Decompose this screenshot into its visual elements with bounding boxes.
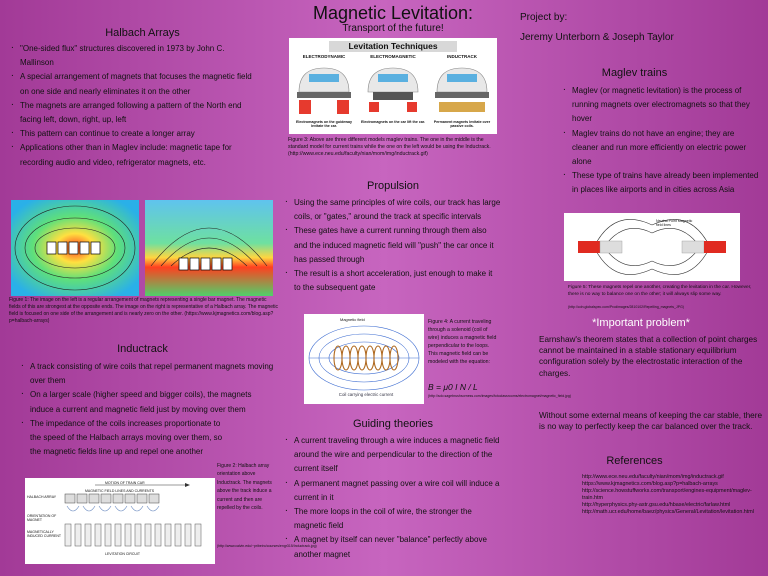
- reference-item[interactable]: http://science.howstuffworks.com/transpo…: [582, 488, 752, 502]
- maglev-train-drawings: [297, 67, 489, 114]
- guiding-bullets: A current traveling through a wire induc…: [283, 431, 501, 562]
- important-heading: *Important problem*: [592, 317, 690, 329]
- project-label: Project by:: [520, 12, 568, 23]
- halbach-caption: Figure 1: The image on the left is a reg…: [9, 297, 279, 324]
- list-item: This pattern can continue to create a lo…: [9, 124, 257, 141]
- solenoid-figure: Magnetic field Coil carrying electric cu…: [304, 314, 424, 404]
- inductrack-diagram: [64, 483, 202, 547]
- reference-item[interactable]: http://math.ucr.edu/home/baez/physics/Ge…: [582, 509, 754, 516]
- list-item: On a larger scale (higher speed and bigg…: [19, 385, 277, 416]
- halbach-bullets: "One-sided flux" structures discovered i…: [9, 39, 257, 170]
- list-item: The more loops in the coil of wire, the …: [283, 502, 501, 533]
- solenoid-source: (http://sdo.sagebrushsorness.com/images/…: [428, 394, 571, 398]
- reference-item[interactable]: http://www.ece.neu.edu/faculty/nian/mom/…: [582, 474, 724, 480]
- references-heading: References: [606, 455, 663, 467]
- left-column: Halbach Arrays "One-sided flux" structur…: [5, 0, 317, 576]
- repelling-caption: Figure 5: These magnets repel one anothe…: [568, 285, 752, 297]
- list-item: The result is a short acceleration, just…: [283, 264, 501, 295]
- list-item: Applications other than in Maglev includ…: [9, 138, 257, 169]
- halbach-heading: Halbach Arrays: [105, 27, 180, 39]
- train-3: [435, 67, 489, 112]
- middle-column: Magnetic Levitation: Transport of the fu…: [282, 0, 571, 576]
- diagram-label-halbach: HALBACH ARRAY: [27, 495, 57, 499]
- technique-type-1: ELECTRODYNAMIC: [302, 54, 346, 59]
- solenoid-label-coil: Coil carrying electric current: [338, 392, 394, 397]
- list-item: Maglev (or magnetic levitation) is the p…: [561, 81, 761, 127]
- halbach-figure: [11, 200, 273, 296]
- diagram-label-circuit: LEVITATION CIRCUIT: [105, 552, 141, 556]
- list-item: A permanent magnet passing over a wire c…: [283, 474, 501, 505]
- important-theorem: Earnshaw's theorem states that a collect…: [539, 335, 758, 378]
- list-item: Maglev trains do not have an engine; the…: [561, 124, 761, 170]
- list-item: The impedance of the coils increases pro…: [19, 414, 225, 460]
- important-consequence: Without some external means of keeping t…: [539, 411, 763, 432]
- inductrack-source: (http://www.calvin.edu/~pribeiro/courses…: [217, 544, 317, 548]
- repelling-magnets-image: [578, 219, 726, 275]
- authors: Jeremy Unterborn & Joseph Taylor: [520, 32, 674, 43]
- list-item: A special arrangement of magnets that fo…: [9, 67, 257, 98]
- list-item: A magnet by itself can never "balance" p…: [283, 530, 501, 561]
- solenoid-label-field: Magnetic field: [340, 317, 365, 322]
- technique-label-1: Electromagnets on the guideway levitate …: [295, 120, 353, 128]
- technique-label-2: Electromagnets on the car lift the car.: [360, 120, 426, 124]
- solenoid-caption: Figure 4: A current traveling through a …: [428, 319, 497, 365]
- list-item: The magnets are arranged following a pat…: [9, 96, 257, 127]
- train-2: [367, 67, 419, 112]
- inductrack-caption: Figure 2: Halbach array orientation abov…: [217, 463, 272, 512]
- list-item: These type of trains have already been i…: [561, 166, 761, 197]
- solenoid-diagram: [308, 325, 420, 391]
- maglev-bullets: Maglev (or magnetic levitation) is the p…: [561, 81, 761, 198]
- repelling-magnets-figure: Neutral Point Magnetic field lines: [564, 213, 740, 281]
- propulsion-heading: Propulsion: [367, 180, 419, 192]
- train-1: [297, 67, 351, 114]
- repelling-source: (http://cdn.globalspec.com/Prodimages/28…: [568, 305, 684, 309]
- technique-type-2: ELECTROMAGNETIC: [370, 54, 416, 59]
- techniques-banner: Levitation Techniques: [329, 41, 457, 52]
- levitation-techniques-figure: Levitation Techniques ELECTRODYNAMIC ELE…: [289, 38, 497, 134]
- page-title: Magnetic Levitation:: [312, 3, 474, 23]
- diagram-label-motion: MOTION OF TRAIN CAR: [105, 481, 145, 485]
- references-list: http://www.ece.neu.edu/faculty/nian/mom/…: [582, 474, 760, 517]
- list-item: Using the same principles of wire coils,…: [283, 193, 501, 224]
- propulsion-bullets: Using the same principles of wire coils,…: [283, 193, 501, 295]
- technique-label-3: Permanent magnets levitate over passive …: [433, 120, 491, 128]
- technique-type-3: INDUCTRACK: [447, 54, 477, 59]
- diagram-label-fields: MAGNETIC FIELD LINES AND CURRENTS: [85, 489, 155, 493]
- list-item: A track consisting of wire coils that re…: [19, 357, 277, 388]
- list-item: These gates have a current running throu…: [283, 221, 501, 267]
- page-subtitle: Transport of the future!: [342, 23, 444, 34]
- reference-item[interactable]: https://www.kjmagnetics.com/blog.asp?p=h…: [582, 481, 718, 488]
- diagram-label-coils: MAGNETICALLY INDUCED CURRENT: [27, 530, 62, 538]
- solenoid-equation: B = μ0 I N / L: [428, 382, 478, 392]
- inductrack-figure: MOTION OF TRAIN CAR HALBACH ARRAY MAGNET…: [25, 478, 215, 564]
- diagram-label-orientation: ORIENTATION OF MAGNET: [27, 514, 57, 522]
- repelling-label: Neutral Point Magnetic field lines: [656, 219, 693, 228]
- techniques-caption: Figure 3: Above are three different mode…: [288, 137, 491, 157]
- guiding-heading: Guiding theories: [352, 418, 434, 430]
- maglev-heading: Maglev trains: [601, 67, 668, 79]
- reference-item[interactable]: http://hyperphysics.phy-astr.gsu.edu/hba…: [582, 502, 731, 509]
- right-column: Project by: Jeremy Unterborn & Joseph Ta…: [506, 0, 763, 576]
- list-item: A current traveling through a wire induc…: [283, 431, 501, 477]
- list-item: "One-sided flux" structures discovered i…: [9, 39, 257, 70]
- inductrack-heading: Inductrack: [117, 343, 168, 355]
- halbach-field-image: [11, 200, 273, 296]
- inductrack-bullets: A track consisting of wire coils that re…: [19, 357, 277, 460]
